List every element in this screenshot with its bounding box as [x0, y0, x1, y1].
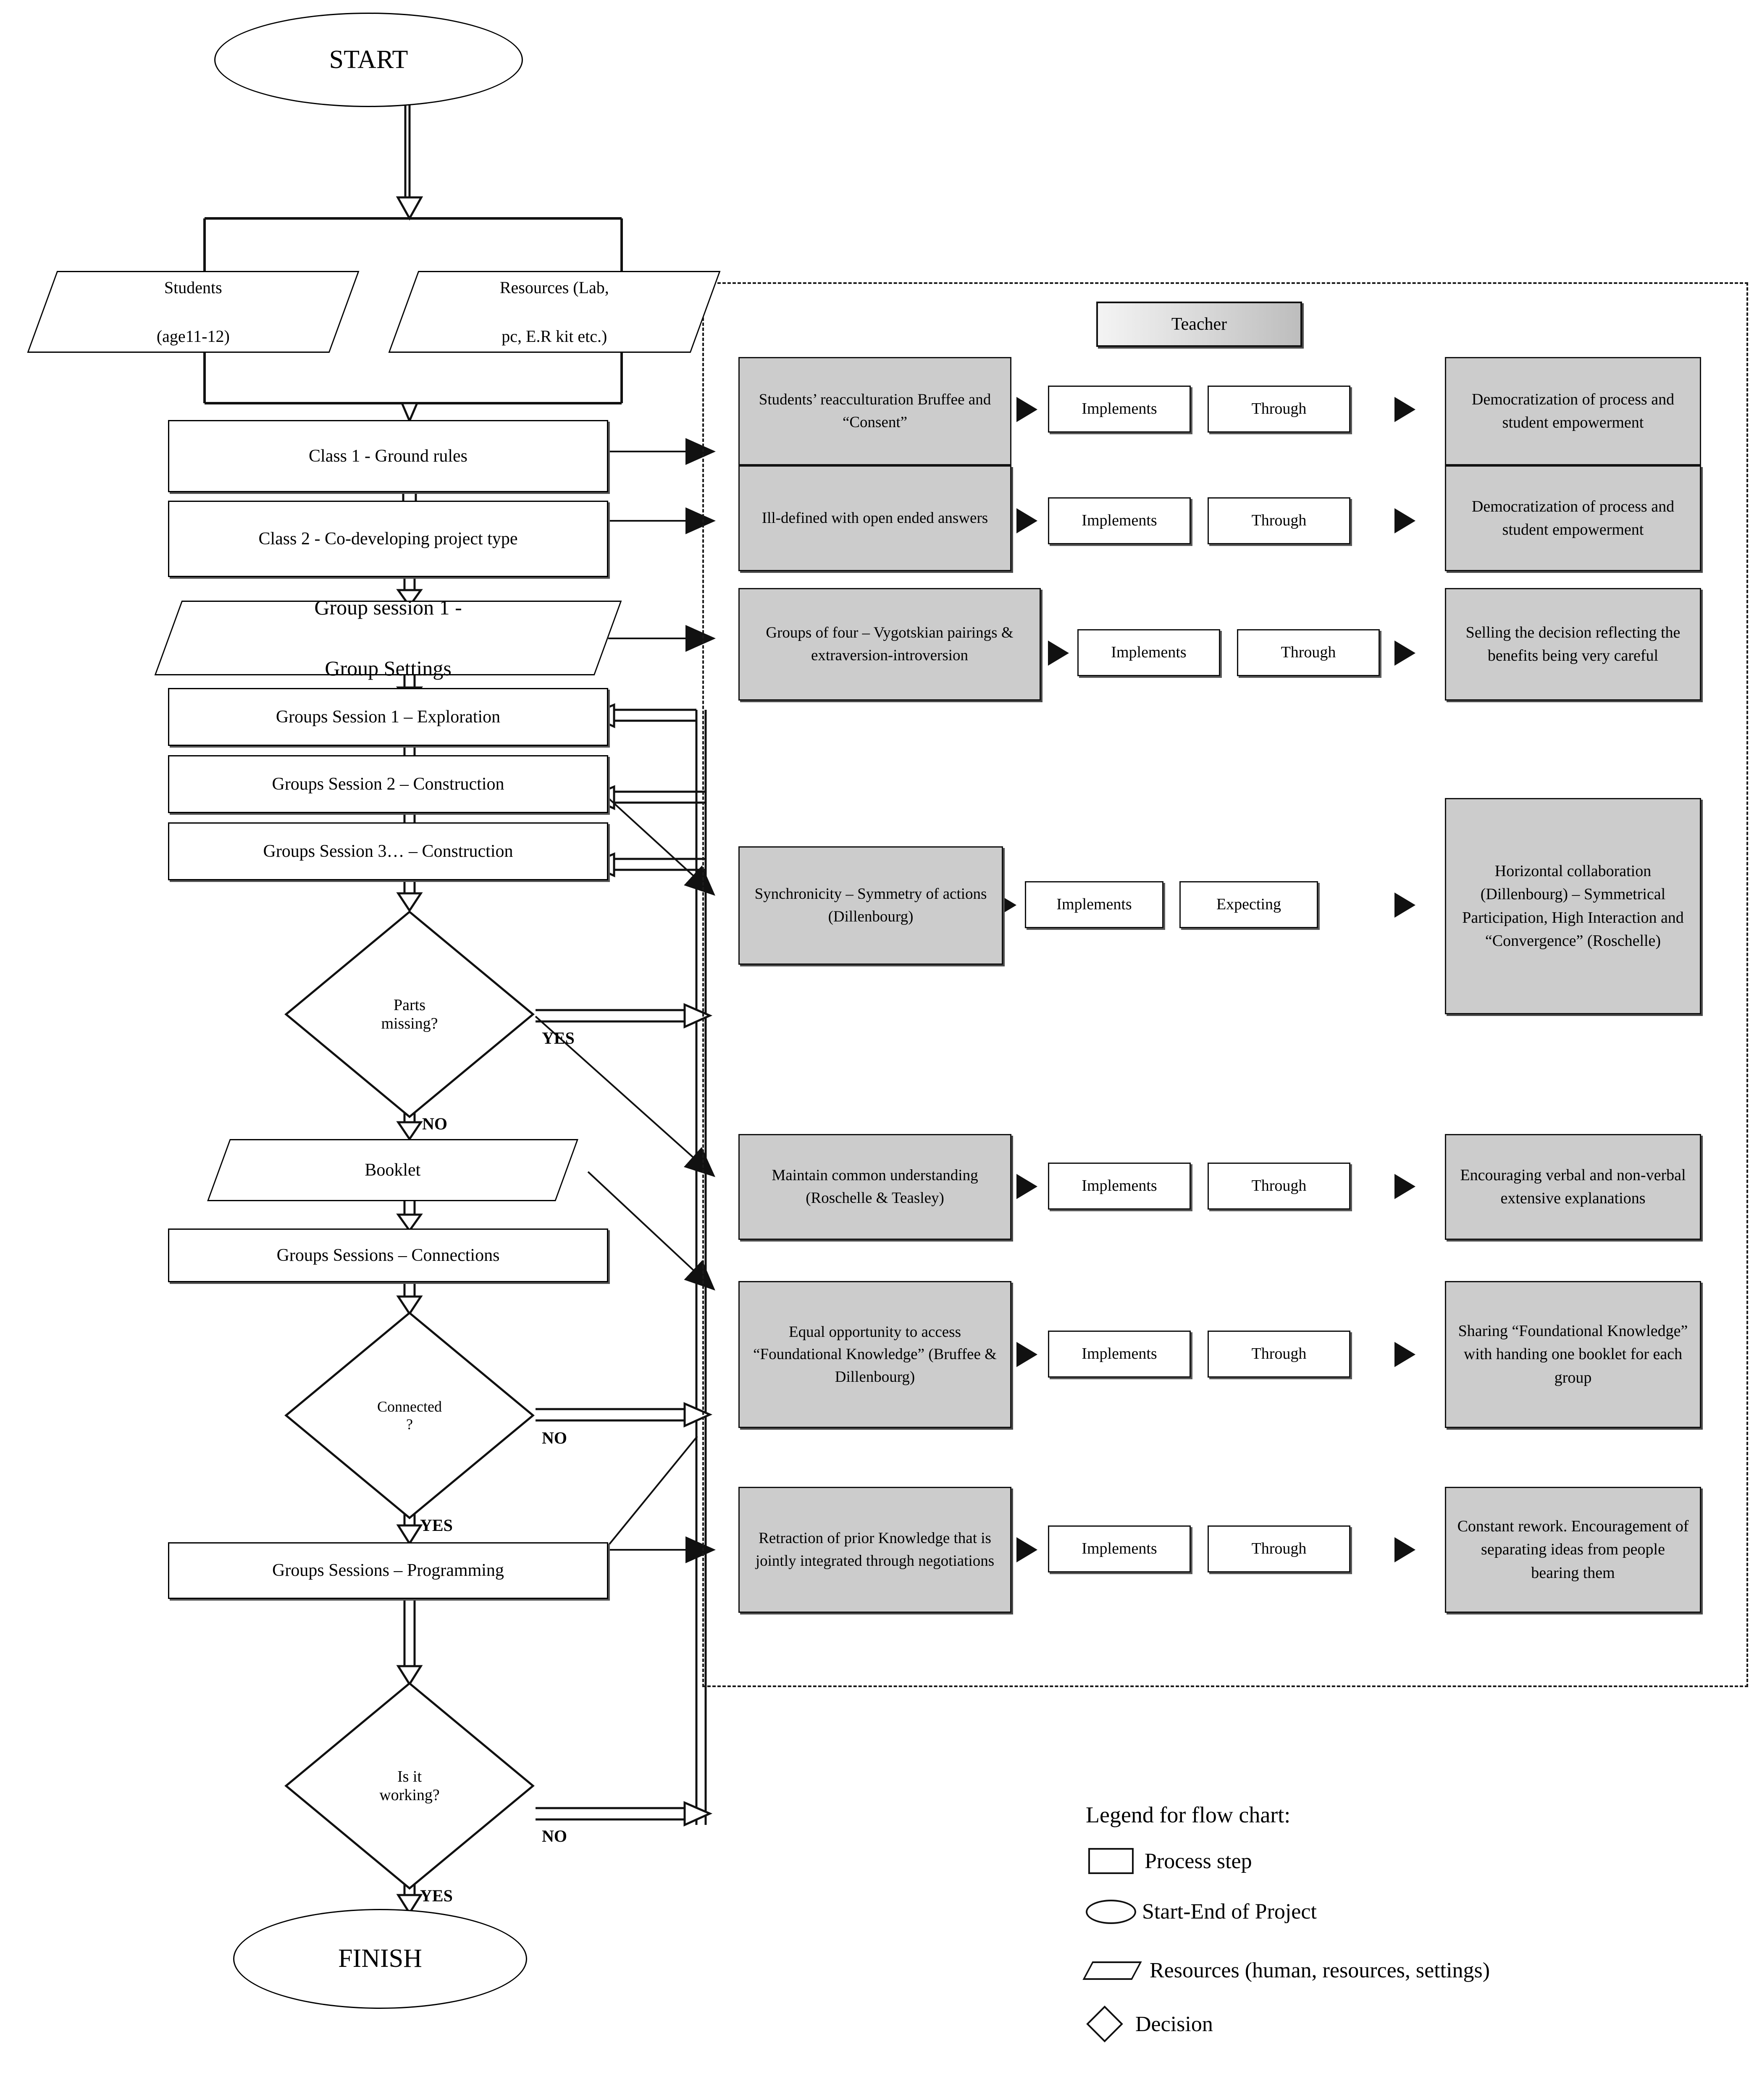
finish-label: FINISH: [338, 1944, 422, 1973]
decision-connected: Connected ?: [284, 1310, 536, 1520]
legend-item-process-step: Process step: [1088, 1848, 1252, 1874]
teacher-right-box-3: Selling the decision reflecting the bene…: [1445, 588, 1701, 701]
teacher-mid1-box-2: Implements: [1048, 497, 1191, 544]
teacher-left-box-4: Synchronicity – Symmetry of actions (Dil…: [738, 846, 1003, 965]
teacher-mid2-box-5: Through: [1208, 1163, 1350, 1210]
teacher-left-box-1: Students’ reacculturation Bruffee and “C…: [738, 357, 1011, 465]
legend-item-decision: Decision: [1086, 2006, 1213, 2042]
start-node: START: [214, 13, 523, 107]
edge-label-parts-missing-no: NO: [422, 1114, 447, 1133]
legend-label: Start-End of Project: [1142, 1900, 1317, 1924]
finish-node: FINISH: [233, 1909, 527, 2009]
teacher-left-box-2: Ill-defined with open ended answers: [738, 465, 1011, 571]
teacher-title-label: Teacher: [1171, 314, 1227, 334]
teacher-mid2-box-7: Through: [1208, 1525, 1350, 1572]
teacher-right-box-5: Encouraging verbal and non-verbal extens…: [1445, 1134, 1701, 1240]
teacher-right-box-2: Democratization of process and student e…: [1445, 465, 1701, 571]
edge-label-connected-no: NO: [542, 1428, 567, 1447]
edge-label-parts-missing-yes: YES: [542, 1029, 575, 1047]
teacher-left-box-7: Retraction of prior Knowledge that is jo…: [738, 1487, 1011, 1613]
step-groups-session-1: Groups Session 1 – Exploration: [168, 688, 608, 746]
teacher-mid1-box-7: Implements: [1048, 1525, 1191, 1572]
input-resources: Resources (Lab, pc, E.R kit etc.): [388, 271, 721, 353]
step-groups-sessions-connections: Groups Sessions – Connections: [168, 1228, 608, 1282]
teacher-mid2-box-1: Through: [1208, 386, 1350, 433]
teacher-left-box-6: Equal opportunity to access “Foundationa…: [738, 1281, 1011, 1428]
teacher-left-box-5: Maintain common understanding (Roschelle…: [738, 1134, 1011, 1240]
legend-title: Legend for flow chart:: [1086, 1802, 1291, 1827]
teacher-right-box-7: Constant rework. Encouragement of separa…: [1445, 1487, 1701, 1613]
diamond-shape: [284, 1682, 535, 1890]
decision-parts-missing: Parts missing?: [284, 909, 536, 1119]
teacher-mid2-box-6: Through: [1208, 1331, 1350, 1378]
legend-item-resources: Resources (human, resources, settings): [1082, 1958, 1490, 1983]
teacher-mid1-box-6: Implements: [1048, 1331, 1191, 1378]
teacher-left-box-3: Groups of four – Vygotskian pairings & e…: [738, 588, 1041, 701]
teacher-mid1-box-5: Implements: [1048, 1163, 1191, 1210]
step-groups-session-3: Groups Session 3… – Construction: [168, 822, 608, 880]
teacher-mid1-box-1: Implements: [1048, 386, 1191, 433]
teacher-right-box-4: Horizontal collaboration (Dillenbourg) –…: [1445, 798, 1701, 1014]
start-label: START: [329, 45, 408, 74]
step-class-1: Class 1 - Ground rules: [168, 420, 608, 492]
edge-label-working-yes: YES: [420, 1886, 453, 1905]
legend-item-start-end: Start-End of Project: [1086, 1899, 1317, 1924]
teacher-right-box-6: Sharing “Foundational Knowledge” with ha…: [1445, 1281, 1701, 1428]
decision-is-it-working: Is it working?: [284, 1681, 536, 1891]
teacher-mid2-box-3: Through: [1237, 629, 1380, 676]
resources-icon: [1082, 1961, 1142, 1980]
teacher-title-box: Teacher: [1096, 302, 1302, 347]
start-end-icon: [1086, 1899, 1136, 1924]
teacher-mid1-box-3: Implements: [1077, 629, 1220, 676]
teacher-right-box-1: Democratization of process and student e…: [1445, 357, 1701, 465]
legend-label: Resources (human, resources, settings): [1150, 1958, 1490, 1982]
step-booklet: Booklet: [207, 1139, 578, 1201]
diamond-shape: [284, 1311, 535, 1520]
teacher-mid2-box-4: Expecting: [1179, 881, 1318, 928]
step-groups-session-2: Groups Session 2 – Construction: [168, 755, 608, 813]
diamond-shape: [284, 910, 535, 1118]
decision-icon: [1086, 2006, 1123, 2042]
step-groups-sessions-programming: Groups Sessions – Programming: [168, 1542, 608, 1599]
process-step-icon: [1088, 1848, 1134, 1874]
step-class-2: Class 2 - Co-developing project type: [168, 501, 608, 577]
teacher-mid2-box-2: Through: [1208, 497, 1350, 544]
step-group-settings: Group session 1 - Group Settings: [154, 596, 622, 680]
legend-label: Process step: [1145, 1849, 1252, 1873]
edge-label-connected-yes: YES: [420, 1516, 453, 1535]
teacher-mid1-box-4: Implements: [1025, 881, 1163, 928]
teacher-region-boundary: [702, 282, 1748, 1687]
edge-label-working-no: NO: [542, 1827, 567, 1845]
legend-label: Decision: [1135, 2012, 1213, 2036]
input-students: Students (age11-12): [27, 271, 360, 353]
